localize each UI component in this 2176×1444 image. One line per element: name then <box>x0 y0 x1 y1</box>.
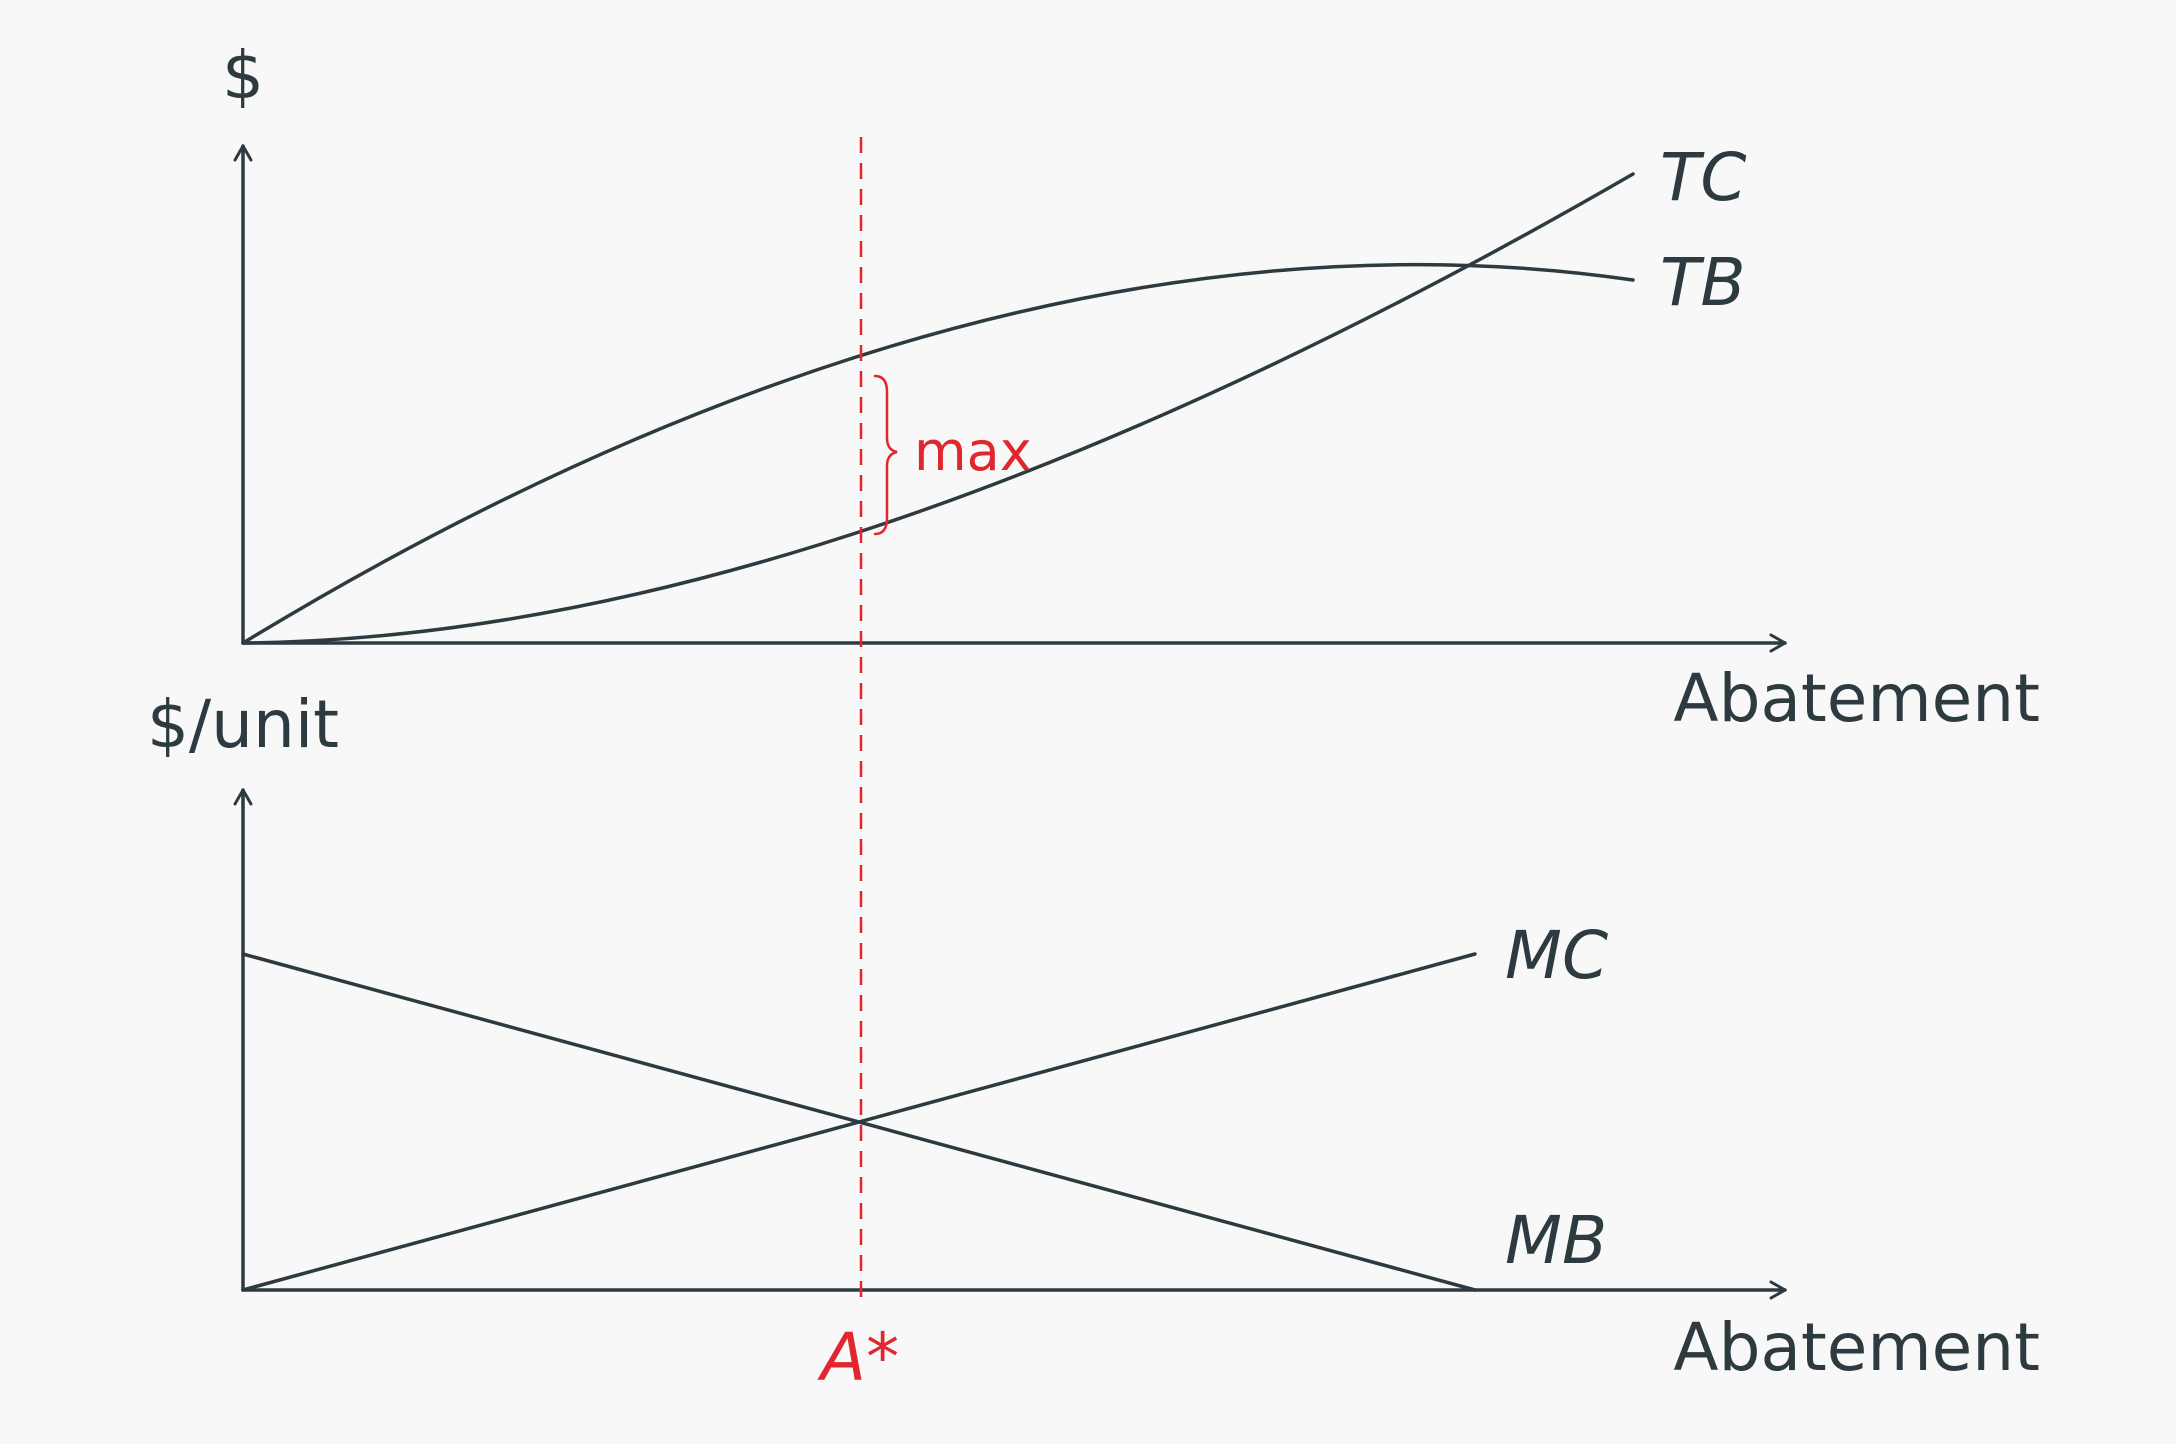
top-y-arrow <box>233 144 253 162</box>
bottom-x-axis-label: Abatement <box>1673 1309 2040 1386</box>
top-y-axis-label: $ <box>222 37 264 114</box>
max-gap-brace <box>873 374 898 536</box>
max-gap-label: max <box>914 420 1032 483</box>
optimum-label: A* <box>817 1319 899 1396</box>
mb-label: MB <box>1505 1202 1607 1279</box>
bottom-x-arrow <box>1769 1280 1787 1300</box>
tc-curve <box>241 172 1635 645</box>
optimum-annotation: max A* <box>817 137 1032 1396</box>
bottom-y-axis-label: $/unit <box>147 686 339 763</box>
top-x-axis-label: Abatement <box>1673 660 2040 737</box>
tb-curve <box>241 262 1635 645</box>
tb-label: TB <box>1660 244 1746 321</box>
bottom-y-arrow <box>233 788 253 806</box>
top-panel: $ Abatement TC TB <box>222 37 2040 737</box>
bottom-panel: $/unit Abatement MC MB <box>147 686 2040 1386</box>
top-x-arrow <box>1769 633 1787 653</box>
mc-label: MC <box>1505 917 1608 994</box>
mc-curve <box>241 952 1477 1292</box>
tc-label: TC <box>1660 139 1746 216</box>
